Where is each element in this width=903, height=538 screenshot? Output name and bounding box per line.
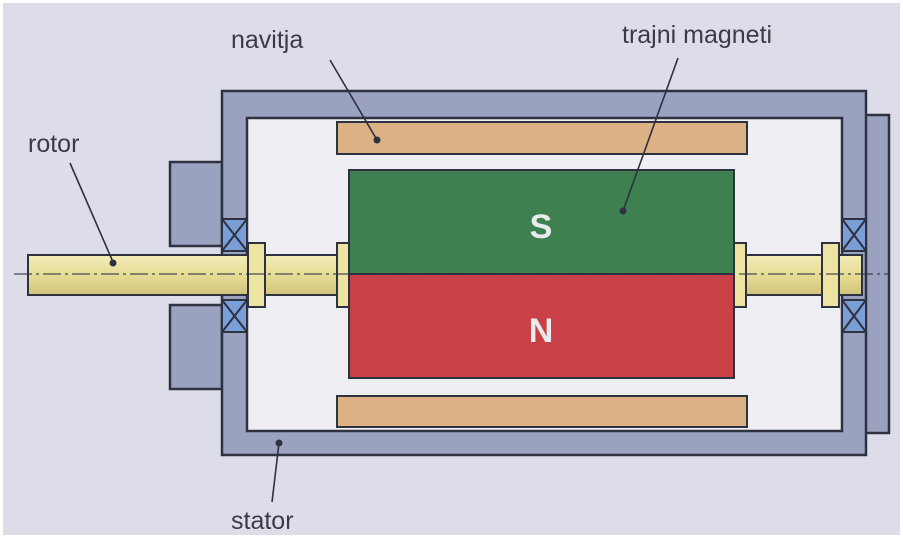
leader-stator-dot <box>275 439 283 447</box>
magnet-south-pole <box>348 169 735 275</box>
winding-bottom <box>336 395 748 428</box>
leader-rotor-dot <box>109 259 117 267</box>
shaft-collar-right <box>821 242 840 308</box>
label-stator: stator <box>231 507 294 535</box>
pole-south-label: S <box>530 208 553 246</box>
bearing-left-top <box>221 218 248 252</box>
leader-magnets <box>622 57 679 212</box>
bearing-right-bottom <box>841 299 867 333</box>
label-rotor: rotor <box>28 130 79 158</box>
left-flange-top <box>168 160 224 248</box>
shaft-collar-right-inner <box>733 242 747 308</box>
leader-stator <box>271 442 280 503</box>
shaft-collar-left-inner <box>336 242 350 308</box>
pole-north-label: N <box>529 312 554 350</box>
winding-top <box>336 121 748 155</box>
bearing-left-bottom <box>221 299 248 333</box>
bearing-right-top <box>841 218 867 252</box>
leader-rotor <box>69 162 114 263</box>
leader-magnets-dot <box>619 207 627 215</box>
leader-windings <box>329 59 378 141</box>
shaft-collar-left <box>247 242 266 308</box>
leader-windings-dot <box>373 136 381 144</box>
label-permanent-magnets: trajni magneti <box>622 21 772 49</box>
label-windings: navitja <box>231 26 303 54</box>
left-flange-bottom <box>168 303 224 391</box>
